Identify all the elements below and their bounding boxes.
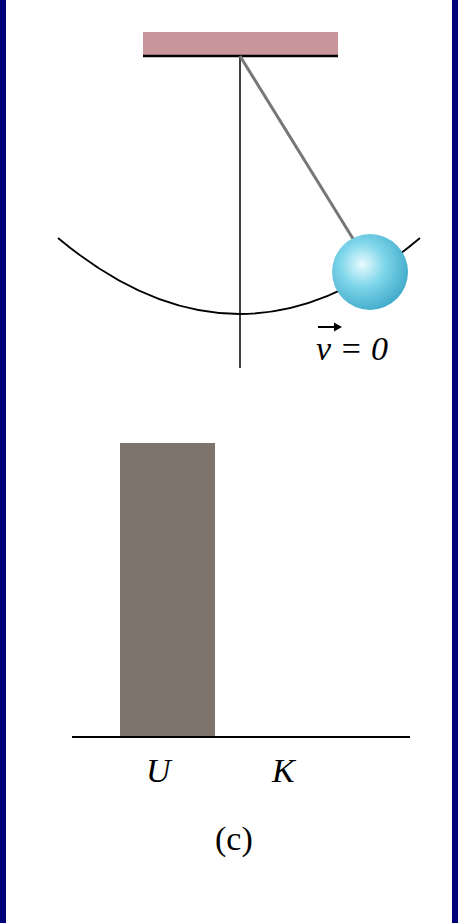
energy-bar [120, 443, 215, 737]
pendulum-bob [332, 234, 408, 310]
panel-label: (c) [215, 820, 253, 857]
axis-label: K [272, 752, 295, 789]
vertical-reference [239, 56, 241, 368]
bar-baseline [72, 736, 410, 738]
white-panel [6, 0, 452, 923]
ceiling [143, 32, 338, 55]
velocity-label: v = 0 [316, 330, 388, 367]
pendulum-string [240, 56, 360, 250]
axis-label: U [146, 752, 171, 789]
